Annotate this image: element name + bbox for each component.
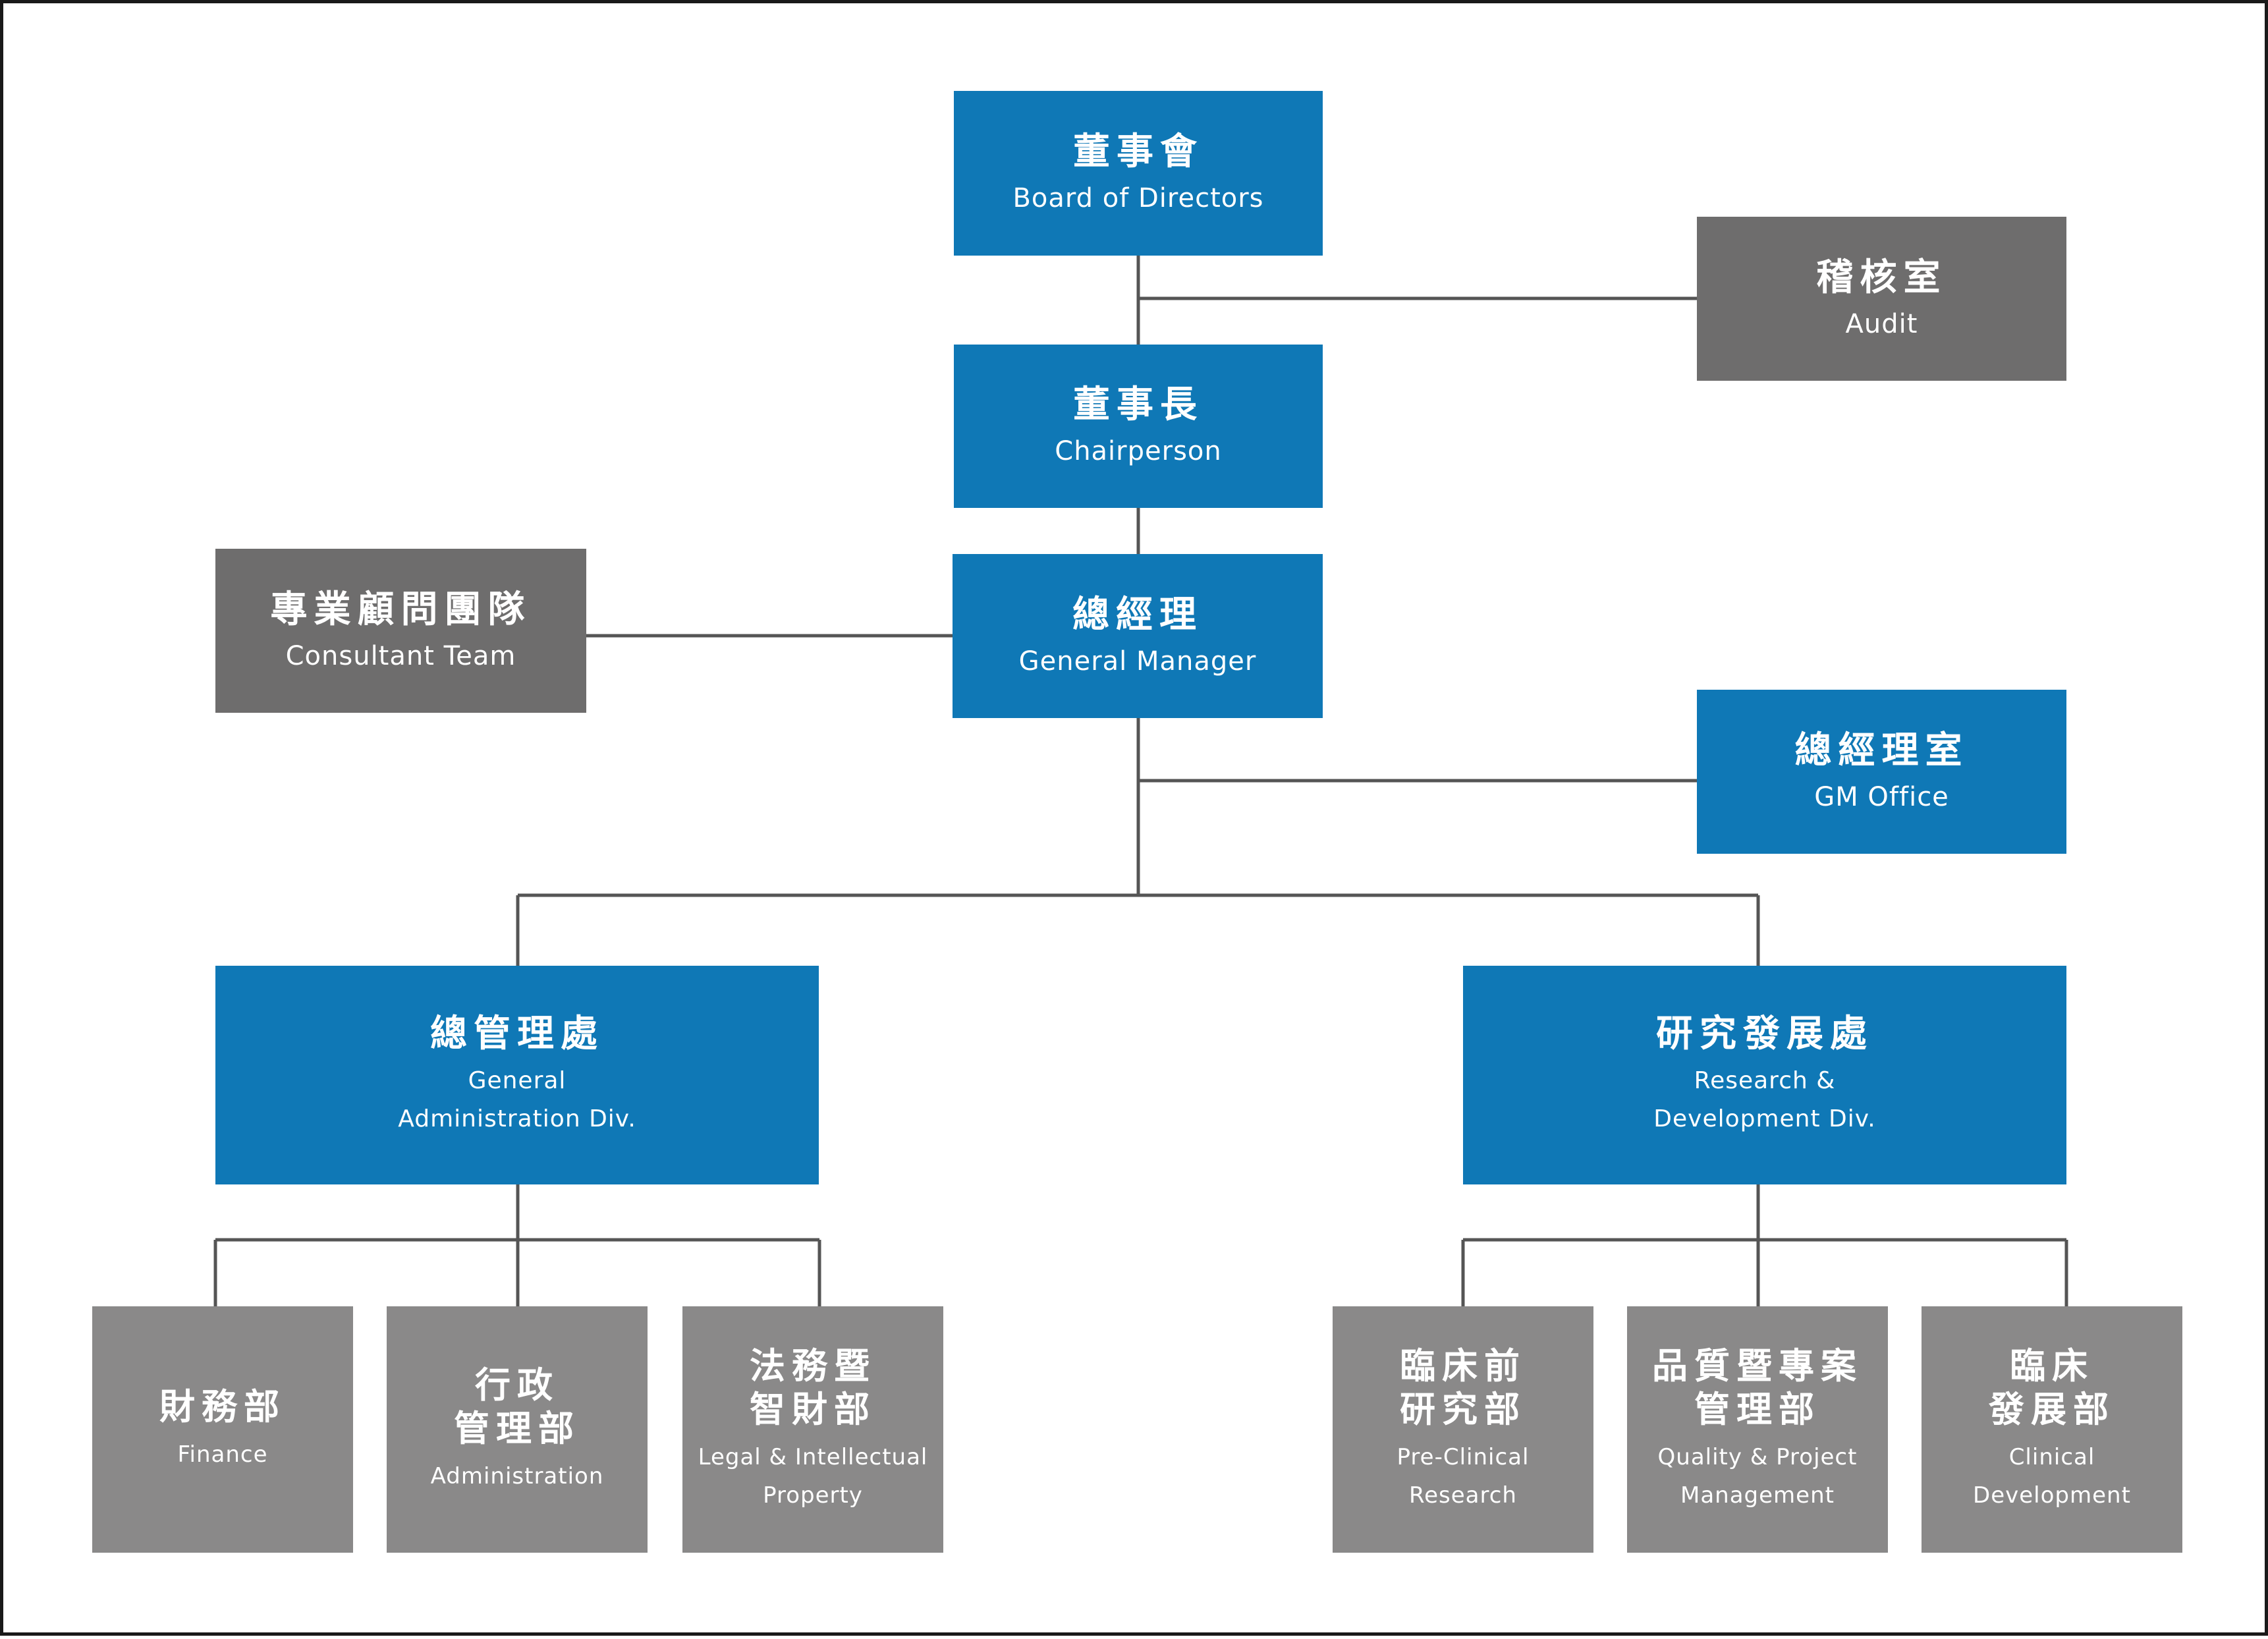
node-consultant-team: 專業顧問團隊 Consultant Team [215,549,586,713]
node-chairperson: 董事長 Chairperson [954,345,1323,508]
node-finance: 財務部 Finance [92,1306,353,1553]
node-general-manager: 總經理 General Manager [953,554,1323,718]
node-en-label: General [468,1067,567,1094]
node-zh-label: 董事會 [1073,130,1203,173]
node-preclinical-research: 臨床前 研究部 Pre-Clinical Research [1333,1306,1593,1553]
node-en-label: General Manager [1018,646,1257,677]
node-quality-project-management: 品質暨專案 管理部 Quality & Project Management [1627,1306,1888,1553]
node-en-label: Administration [430,1463,604,1489]
node-en-label: Clinical [2008,1444,2095,1470]
node-en-label: Research [1409,1482,1517,1509]
node-zh-label: 管理部 [1694,1389,1821,1430]
node-general-administration-div: 總管理處 General Administration Div. [215,966,819,1184]
connector-lines [213,256,2068,1306]
node-zh-label: 研究發展處 [1656,1013,1873,1055]
node-zh-label: 行政 [475,1364,559,1406]
node-en-label: Board of Directors [1012,183,1264,213]
node-en-label: Management [1680,1482,1835,1509]
node-en-label: Pre-Clinical [1397,1444,1530,1470]
node-zh-label: 研究部 [1400,1389,1526,1430]
node-en-label: Consultant Team [285,640,516,671]
node-zh-label: 董事長 [1073,383,1203,426]
node-en-label: Development [1973,1482,2131,1509]
node-board-of-directors: 董事會 Board of Directors [954,91,1323,256]
node-en-label: Quality & Project [1657,1444,1858,1470]
node-en-label: Property [763,1482,863,1509]
node-en-label: Legal & Intellectual [698,1444,928,1470]
node-en-label: Audit [1845,308,1918,339]
node-en-label: Finance [177,1441,268,1468]
node-zh-label: 智財部 [750,1389,876,1430]
node-zh-label: 總經理 [1072,593,1203,636]
node-zh-label: 發展部 [1989,1389,2115,1430]
node-zh-label: 總管理處 [430,1013,604,1055]
node-zh-label: 管理部 [454,1408,580,1449]
node-en-label: GM Office [1814,781,1949,812]
node-clinical-development: 臨床 發展部 Clinical Development [1922,1306,2182,1553]
node-zh-label: 臨床前 [1400,1345,1526,1387]
node-zh-label: 財務部 [159,1386,286,1428]
node-zh-label: 法務暨 [750,1345,876,1387]
node-en-label: Research & [1694,1067,1836,1094]
node-zh-label: 稽核室 [1816,256,1947,299]
node-administration: 行政 管理部 Administration [387,1306,648,1553]
node-zh-label: 專業顧問團隊 [270,588,532,631]
node-legal-ip: 法務暨 智財部 Legal & Intellectual Property [682,1306,943,1553]
node-zh-label: 總經理室 [1794,729,1969,772]
node-gm-office: 總經理室 GM Office [1697,690,2066,854]
node-zh-label: 臨床 [2010,1345,2094,1387]
node-audit: 稽核室 Audit [1697,217,2066,381]
node-en-label: Administration Div. [398,1105,636,1132]
node-research-development-div: 研究發展處 Research & Development Div. [1463,966,2066,1184]
node-en-label: Development Div. [1653,1105,1876,1132]
node-en-label: Chairperson [1055,436,1222,466]
node-zh-label: 品質暨專案 [1652,1345,1863,1387]
